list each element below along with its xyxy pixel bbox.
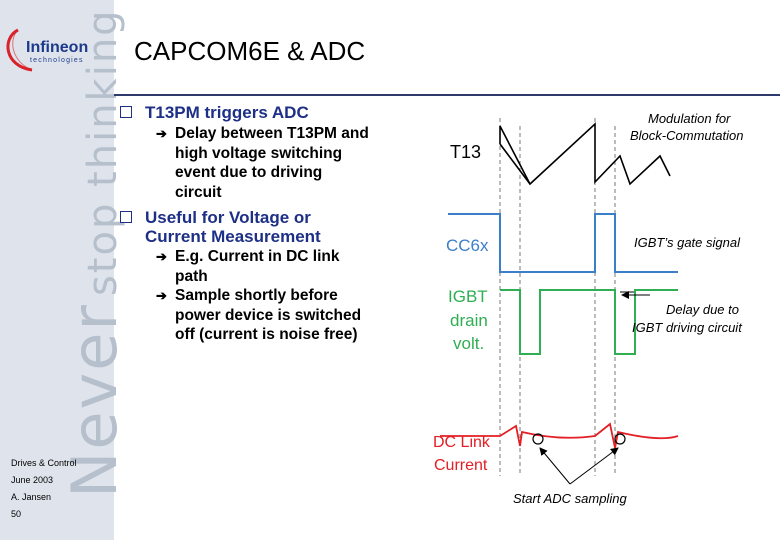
footer-author: A. Jansen [11,492,52,502]
bullet-2: Useful for Voltage or Current Measuremen… [120,208,321,246]
dclink-waveform [440,422,679,449]
title-rule [114,94,780,96]
adc-arrow-1 [539,447,571,485]
svg-text:Infineon: Infineon [26,39,88,56]
igbt-label-3: volt. [453,334,484,353]
delay-label-2: IGBT driving circuit [632,320,743,335]
footer-date: June 2003 [11,475,54,485]
sub-bullet-1-1: ➔ Delay between T13PM and high voltage s… [156,125,369,201]
bullet-box-icon [120,211,132,223]
footer-dept: Drives & Control [11,458,77,468]
svg-text:technologies: technologies [30,57,84,64]
delay-label-1: Delay due to [666,302,739,317]
dclink-label-2: Current [434,457,488,474]
adc-sampling-label: Start ADC sampling [513,491,627,506]
igbt-label-1: IGBT [448,287,488,306]
bullet-1: T13PM triggers ADC [120,103,309,122]
arrow-bullet-icon: ➔ [156,249,167,264]
t13-waveform [499,122,671,186]
modulation-label-2: Block-Commutation [630,128,743,143]
sidebar: Infineon technologies Never stop thinkin… [0,0,131,540]
sub-bullet-2-1: ➔ E.g. Current in DC link path [156,248,340,285]
dclink-label-1: DC Link [433,434,491,451]
dashed-guides [499,118,616,476]
adc-arrow-2 [569,447,619,485]
cc6x-label: CC6x [446,236,489,255]
igbt-label-2: drain [450,311,488,330]
infineon-logo: Infineon technologies [6,28,88,72]
arrow-bullet-icon: ➔ [156,126,167,141]
modulation-label-1: Modulation for [648,111,731,126]
cc6x-waveform [448,213,678,273]
sub-bullet-2-2: ➔ Sample shortly before power device is … [156,287,362,343]
bullet-box-icon [120,106,132,118]
gate-signal-label: IGBT’s gate signal [634,235,741,250]
page-number: 50 [11,509,22,519]
igbt-waveform [500,289,678,355]
arrow-bullet-icon: ➔ [156,288,167,303]
slogan-watermark: Never stop thinking [58,8,131,498]
slide-title: CAPCOM6E & ADC [134,36,366,66]
timing-diagram: T13 CC6x IGBT drain volt. DC Link Curren… [433,111,743,506]
t13-label: T13 [450,142,481,162]
